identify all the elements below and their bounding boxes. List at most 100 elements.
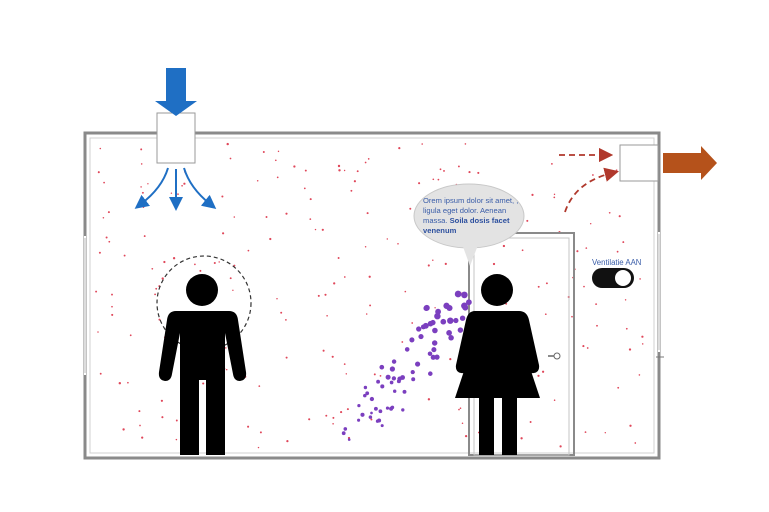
particle-dot (225, 368, 228, 371)
particle-dot (537, 374, 540, 377)
particle-dot (163, 260, 166, 264)
particle-dot (458, 408, 460, 411)
man-icon (156, 255, 252, 455)
particle-dot (444, 262, 447, 266)
particle-dot (520, 437, 523, 440)
air-inlet (134, 68, 217, 211)
droplet-dot (343, 427, 348, 431)
particle-dot (129, 334, 132, 337)
droplet-dot (462, 304, 469, 311)
particle-dot (276, 297, 278, 300)
droplet-dot (369, 396, 375, 402)
woman-icon (455, 274, 540, 455)
droplet-dot (447, 317, 454, 324)
particle-dot (102, 217, 105, 219)
droplet-dot (423, 305, 429, 311)
particle-dot (321, 228, 324, 231)
droplet-dot (459, 315, 466, 321)
particle-dot (103, 181, 105, 184)
droplet-dot (432, 327, 438, 334)
particle-dot (559, 445, 562, 448)
particle-dot (366, 212, 369, 215)
particle-dot (99, 372, 102, 375)
particle-dot (97, 331, 99, 333)
particle-dot (443, 169, 445, 172)
droplet-dot (363, 385, 368, 390)
droplet-dot (357, 403, 361, 408)
droplet-dot (454, 290, 462, 298)
particle-dot (97, 171, 100, 174)
particle-dot (397, 243, 399, 245)
droplet-dot (385, 406, 390, 410)
particle-dot (468, 171, 471, 174)
particle-dot (111, 293, 113, 296)
droplet-dot (402, 389, 407, 394)
particle-dot (343, 276, 346, 278)
particle-dot (142, 206, 145, 208)
droplet-dot (404, 347, 410, 352)
droplet-dot (443, 302, 450, 309)
particle-dot (553, 193, 556, 196)
particle-dot (639, 278, 641, 280)
room-walls (83, 131, 664, 460)
particle-dot (269, 237, 272, 241)
particle-dot (526, 219, 529, 222)
particle-dot (127, 381, 129, 384)
particle-dot (143, 235, 146, 238)
particle-dot (544, 313, 547, 316)
particle-dot (628, 348, 632, 351)
particle-dot (332, 423, 334, 425)
particle-dot (337, 257, 340, 259)
particle-dot (365, 313, 368, 315)
droplet-dot (434, 312, 441, 320)
droplet-dot (448, 335, 454, 341)
droplet-dot (427, 320, 434, 327)
particle-dot (139, 424, 141, 427)
particle-dot (161, 277, 164, 280)
particle-dot (175, 419, 178, 422)
ventilation-toggle[interactable] (592, 268, 634, 288)
particle-dot (122, 428, 125, 431)
particle-dot (427, 398, 431, 401)
particle-dot (367, 158, 370, 160)
particle-dot (218, 261, 220, 263)
particle-dot (95, 290, 98, 293)
particle-dot (421, 143, 424, 145)
droplet-dot (466, 299, 472, 306)
droplet-dot (376, 379, 381, 384)
droplet-dot (347, 438, 351, 441)
air-dispersion-arrows (134, 167, 217, 211)
droplet-dot (434, 354, 440, 360)
particle-dot (324, 293, 327, 296)
droplet-dot (435, 308, 441, 315)
droplet-dot (397, 376, 402, 382)
particle-dot (141, 436, 144, 439)
droplet-dot (461, 291, 468, 299)
particle-dot (418, 182, 421, 185)
particle-dot (350, 189, 353, 192)
particle-dot (107, 211, 110, 214)
particle-dot (105, 236, 108, 239)
particle-dot (459, 407, 462, 410)
particle-dot (502, 244, 506, 248)
particle-dot (531, 193, 534, 196)
particle-dot (529, 421, 532, 423)
particle-dot (398, 147, 401, 150)
particle-dot (285, 319, 287, 321)
particle-dot (257, 446, 260, 449)
particle-dot (202, 382, 205, 385)
particle-dot (492, 262, 496, 266)
particle-dot (170, 192, 173, 194)
particle-dot (293, 165, 296, 168)
particle-dot (537, 285, 540, 288)
droplet-dot (389, 366, 396, 372)
particle-dot (585, 247, 588, 249)
particle-dot (332, 416, 335, 419)
particle-dot (160, 399, 163, 402)
air-outlet-arrow-icon (663, 146, 717, 180)
particle-dot (333, 282, 336, 285)
particle-dot (596, 324, 598, 327)
particle-dot (140, 163, 143, 165)
speech-bubble (413, 183, 525, 266)
